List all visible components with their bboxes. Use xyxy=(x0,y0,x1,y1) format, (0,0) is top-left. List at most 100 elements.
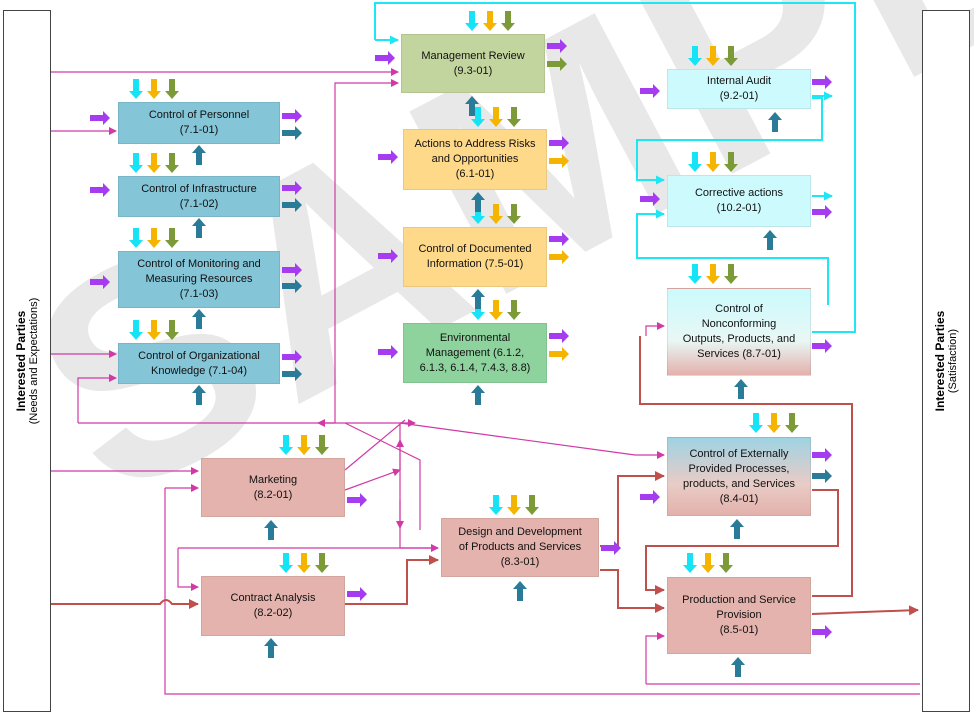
corrective-cyan-down-arrow xyxy=(688,152,702,172)
flow-contract-to-design xyxy=(345,555,439,605)
process-internal-audit-label: Internal Audit (9.2-01) xyxy=(706,75,772,102)
environmental-olive-down-arrow xyxy=(507,300,521,320)
teal-up-arrow-5 xyxy=(192,218,206,238)
actions-risks-olive-down-arrow xyxy=(507,107,521,127)
contract-cyan-down-arrow xyxy=(279,553,293,573)
flow-production-to-nonconforming xyxy=(639,336,853,597)
process-monitoring-resources-label: Control of Monitoring and Measuring Reso… xyxy=(137,258,261,300)
input-arrow-4 xyxy=(90,111,110,125)
process-production-service[interactable]: Production and Service Provision (8.5-01… xyxy=(667,577,811,654)
external-olive-down-arrow xyxy=(785,413,799,433)
production-cyan-down-arrow xyxy=(683,553,697,573)
connector-to-production xyxy=(645,632,665,684)
corrective-olive-down-arrow xyxy=(724,152,738,172)
process-organizational-knowledge[interactable]: Control of Organizational Knowledge (7.1… xyxy=(118,343,280,384)
doc-output-gold xyxy=(549,250,569,264)
process-infrastructure-label: Control of Infrastructure (7.1-02) xyxy=(141,182,257,210)
marketing-olive-down-arrow xyxy=(315,435,329,455)
external-gold-down-arrow xyxy=(767,413,781,433)
process-personnel[interactable]: Control of Personnel (7.1-01) xyxy=(118,102,280,144)
loop-to-corrective xyxy=(636,209,828,259)
risk-output-gold xyxy=(549,154,569,168)
input-arrow-7 xyxy=(640,84,660,98)
internal-audit-olive-down-arrow xyxy=(724,46,738,66)
teal-up-arrow-4 xyxy=(192,145,206,165)
environmental-gold-down-arrow xyxy=(489,300,503,320)
teal-up-arrow-13 xyxy=(264,520,278,540)
process-documented-information[interactable]: Control of Documented Information (7.5-0… xyxy=(403,227,547,287)
process-environmental-management[interactable]: Environmental Management (6.1.2, 6.1.3, … xyxy=(403,323,547,383)
process-monitoring-resources[interactable]: Control of Monitoring and Measuring Reso… xyxy=(118,251,280,308)
process-marketing-label: Marketing (8.2-01) xyxy=(248,473,298,501)
personnel-output-teal xyxy=(282,126,302,140)
design-olive-down-arrow xyxy=(525,495,539,515)
input-arrow-5 xyxy=(90,183,110,197)
corrective-gold-down-arrow xyxy=(706,152,720,172)
personnel-cyan-down-arrow xyxy=(129,79,143,99)
actions-risks-gold-down-arrow xyxy=(489,107,503,127)
documented-info-gold-down-arrow xyxy=(489,204,503,224)
process-internal-audit[interactable]: Internal Audit (9.2-01) xyxy=(667,69,811,109)
block-arrows xyxy=(90,11,832,677)
process-organizational-knowledge-label: Control of Organizational Knowledge (7.1… xyxy=(138,349,260,377)
knowledge-cyan-down-arrow xyxy=(129,320,143,340)
connector-bottom-return xyxy=(164,488,920,695)
product-flow-connectors xyxy=(51,336,919,616)
knowledge-gold-down-arrow xyxy=(147,320,161,340)
infra-output-purple xyxy=(282,181,302,195)
process-contract-analysis-label: Contract Analysis (8.2-02) xyxy=(230,592,316,619)
risk-output-purple xyxy=(549,136,569,150)
marketing-output-purple xyxy=(347,493,367,507)
teal-up-arrow-15 xyxy=(513,581,527,601)
connector-vertical-to-management-review xyxy=(334,79,399,423)
external-input-purple xyxy=(640,490,660,504)
process-externally-provided[interactable]: Control of Externally Provided Processes… xyxy=(667,437,811,516)
process-marketing[interactable]: Marketing (8.2-01) xyxy=(201,458,345,517)
external-output-purple xyxy=(812,448,832,462)
process-design-development[interactable]: Design and Development of Products and S… xyxy=(441,518,599,577)
loop-nonconforming-to-management xyxy=(374,2,856,333)
management-review-olive-down-arrow xyxy=(501,11,515,31)
process-production-service-label: Production and Service Provision (8.5-01… xyxy=(682,594,796,636)
mr-output-olive xyxy=(547,57,567,71)
process-infrastructure[interactable]: Control of Infrastructure (7.1-02) xyxy=(118,176,280,217)
process-nonconforming-outputs[interactable]: Control of Nonconforming Outputs, Produc… xyxy=(667,288,811,376)
audit-output-purple xyxy=(812,75,832,89)
process-actions-risks[interactable]: Actions to Address Risks and Opportuniti… xyxy=(403,129,547,190)
nonconforming-cyan-down-arrow xyxy=(688,264,702,284)
cyan-loop-connectors xyxy=(374,2,856,333)
design-gold-down-arrow xyxy=(507,495,521,515)
doc-output-purple xyxy=(549,232,569,246)
connector-to-nonconforming xyxy=(645,322,665,336)
input-arrow-2 xyxy=(378,249,398,263)
contract-gold-down-arrow xyxy=(297,553,311,573)
teal-up-arrow-9 xyxy=(763,230,777,250)
management-review-cyan-down-arrow xyxy=(465,11,479,31)
teal-up-arrow-14 xyxy=(264,638,278,658)
process-contract-analysis[interactable]: Contract Analysis (8.2-02) xyxy=(201,576,345,636)
connector-diagonal xyxy=(344,422,421,530)
process-management-review-label: Management Review (9.3-01) xyxy=(421,49,525,77)
external-output-teal xyxy=(812,469,832,483)
mr-output-purple xyxy=(547,39,567,53)
knowledge-olive-down-arrow xyxy=(165,320,179,340)
environmental-cyan-down-arrow xyxy=(471,300,485,320)
process-design-development-label: Design and Development of Products and S… xyxy=(458,526,582,568)
input-arrow-8 xyxy=(640,192,660,206)
process-management-review[interactable]: Management Review (9.3-01) xyxy=(401,34,545,93)
process-corrective-actions[interactable]: Corrective actions (10.2-01) xyxy=(667,175,811,227)
contract-olive-down-arrow xyxy=(315,553,329,573)
magenta-connectors xyxy=(51,68,920,695)
flow-design-to-production xyxy=(600,569,665,613)
teal-up-arrow-3 xyxy=(471,385,485,405)
teal-up-arrow-1 xyxy=(471,192,485,212)
interested-parties-satisfaction-panel: Interested Parties (Satisfaction) xyxy=(922,10,970,712)
external-cyan-down-arrow xyxy=(749,413,763,433)
corrective-output-purple xyxy=(812,205,832,219)
connector-marketing-to-bus xyxy=(344,419,406,471)
knowledge-output-purple xyxy=(282,350,302,364)
teal-up-arrow-0 xyxy=(465,96,479,116)
personnel-olive-down-arrow xyxy=(165,79,179,99)
teal-up-arrow-6 xyxy=(192,309,206,329)
